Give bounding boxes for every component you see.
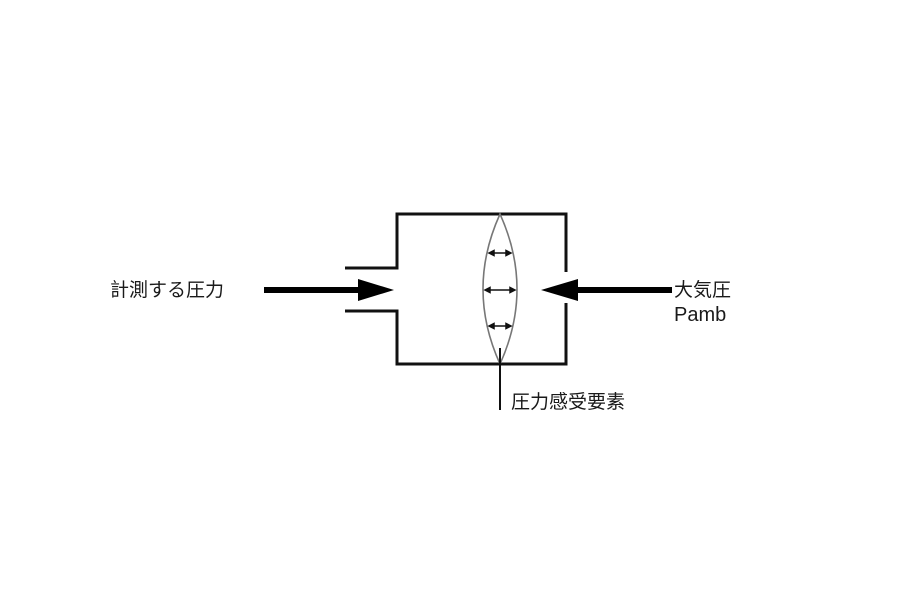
housing (345, 212, 568, 366)
sensing-element-label: 圧力感受要素 (511, 391, 626, 413)
atmospheric-pressure-label: 大気圧 (674, 279, 732, 301)
atmospheric-pressure-symbol: Pamb (674, 304, 727, 326)
internal-force-arrows (483, 249, 517, 330)
measured-pressure-label: 計測する圧力 (110, 279, 225, 301)
atmospheric-pressure-arrow (541, 279, 672, 301)
measured-pressure-arrow (264, 279, 394, 301)
